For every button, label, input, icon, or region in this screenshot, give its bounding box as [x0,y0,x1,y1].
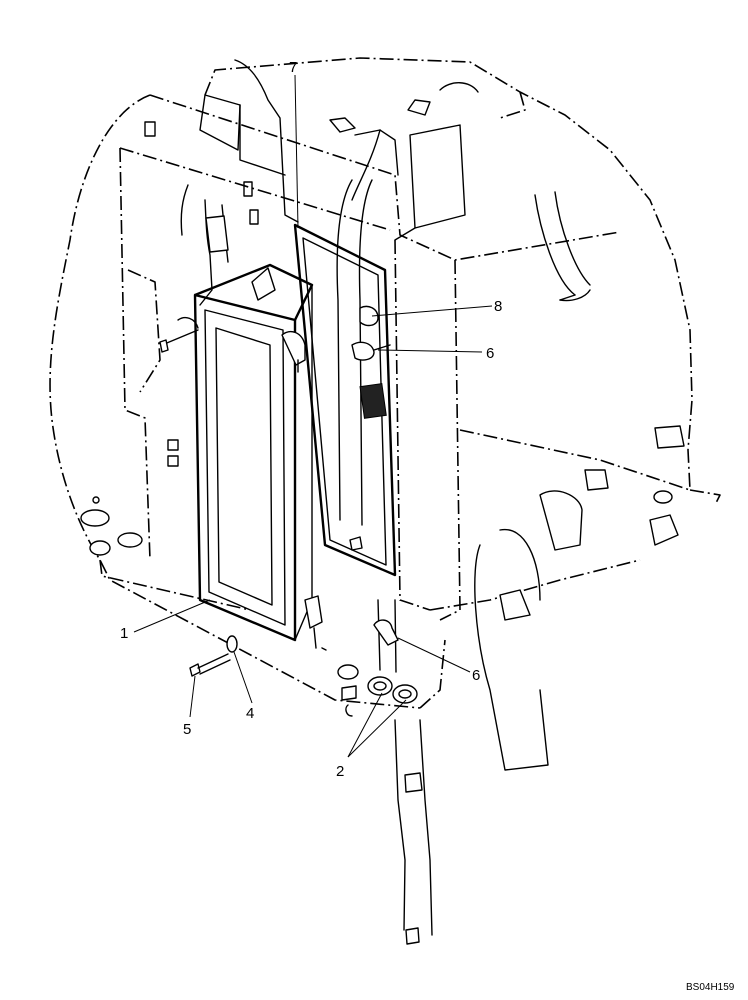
leader-lines [133,74,493,758]
callout-4: 4 [246,705,254,722]
reference-code: BS04H159 [686,982,735,993]
callout-8: 8 [494,298,502,315]
callout-6-lower: 6 [472,667,480,684]
hydraulic-hoses [180,179,685,945]
machine-body-outline [49,57,721,709]
fasteners [80,490,673,717]
callout-5: 5 [183,721,191,738]
oil-cooler-assembly [159,223,397,651]
callout-labels: 7 8 6 1 6 4 5 2 [120,59,502,780]
upper-bracket-structure [144,59,591,467]
callout-7: 7 [289,59,297,76]
callout-1: 1 [120,625,128,642]
callout-6-upper: 6 [486,345,494,362]
callout-2: 2 [336,763,344,780]
